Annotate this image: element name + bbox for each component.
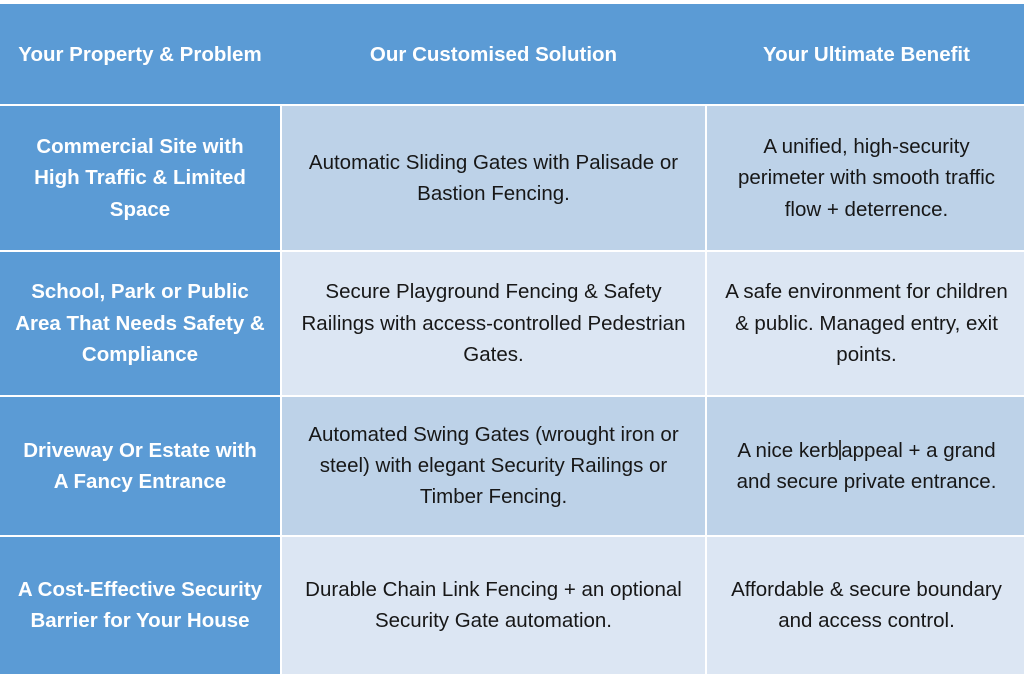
cell-solution-4-text: Durable Chain Link Fencing + an optional…	[305, 578, 682, 633]
column-header-solution-label: Our Customised Solution	[369, 42, 618, 66]
row-divider-2	[0, 394, 1024, 397]
cell-divider	[705, 536, 707, 674]
cell-problem-4-text: A Cost-Effective Security Barrier for Yo…	[17, 578, 263, 633]
cell-problem-1-text: Commercial Site with High Traffic & Limi…	[34, 135, 246, 221]
cell-solution-1: Automatic Sliding Gates with Palisade or…	[282, 106, 705, 250]
cell-benefit-3-text-after-caret: appeal + a grand and secure private entr…	[736, 438, 997, 493]
cell-divider	[705, 106, 707, 250]
cell-problem-1: Commercial Site with High Traffic & Limi…	[0, 106, 280, 250]
cell-divider	[705, 251, 707, 395]
cell-solution-2-text: Secure Playground Fencing & Safety Raili…	[301, 280, 686, 366]
cell-benefit-2-text: A safe environment for children & public…	[725, 280, 1008, 366]
cell-solution-2: Secure Playground Fencing & Safety Raili…	[282, 251, 705, 395]
table-row: Driveway Or Estate with A Fancy Entrance…	[0, 396, 1024, 535]
cell-benefit-3-text-before-caret: A nice kerb	[737, 438, 839, 462]
table-row: School, Park or Public Area That Needs S…	[0, 251, 1024, 395]
table-row: A Cost-Effective Security Barrier for Yo…	[0, 536, 1024, 674]
cell-benefit-1: A unified, high-security perimeter with …	[707, 106, 1024, 250]
row-divider-header	[0, 104, 1024, 107]
cell-problem-2-text: School, Park or Public Area That Needs S…	[15, 280, 265, 366]
cell-problem-3-text: Driveway Or Estate with A Fancy Entrance	[23, 438, 257, 493]
cell-divider	[280, 251, 282, 395]
cell-solution-4: Durable Chain Link Fencing + an optional…	[282, 536, 705, 674]
cell-problem-2: School, Park or Public Area That Needs S…	[0, 251, 280, 395]
column-header-problem: Your Property & Problem	[0, 4, 280, 105]
table-row: Commercial Site with High Traffic & Limi…	[0, 106, 1024, 250]
column-header-benefit-label: Your Ultimate Benefit	[763, 42, 970, 66]
cell-benefit-1-text: A unified, high-security perimeter with …	[737, 135, 996, 221]
cell-solution-3: Automated Swing Gates (wrought iron or s…	[282, 396, 705, 535]
cell-solution-1-text: Automatic Sliding Gates with Palisade or…	[308, 150, 679, 205]
cell-divider	[280, 106, 282, 250]
column-header-problem-label: Your Property & Problem	[18, 42, 262, 66]
cell-divider	[705, 396, 707, 535]
cell-problem-4: A Cost-Effective Security Barrier for Yo…	[0, 536, 280, 674]
column-header-solution: Our Customised Solution	[282, 4, 705, 105]
table-header-row: Your Property & Problem Our Customised S…	[0, 4, 1024, 105]
cell-benefit-4-text: Affordable & secure boundary and access …	[731, 578, 1002, 633]
header-divider-1	[280, 4, 282, 105]
row-divider-1	[0, 249, 1024, 252]
cell-divider	[280, 536, 282, 674]
row-divider-3	[0, 534, 1024, 537]
cell-solution-3-text: Automated Swing Gates (wrought iron or s…	[308, 423, 679, 509]
column-header-benefit: Your Ultimate Benefit	[707, 4, 1024, 105]
cell-problem-3: Driveway Or Estate with A Fancy Entrance	[0, 396, 280, 535]
text-cursor-caret	[839, 439, 841, 460]
cell-divider	[280, 396, 282, 535]
cell-benefit-2: A safe environment for children & public…	[707, 251, 1024, 395]
header-divider-2	[705, 4, 707, 105]
cell-benefit-4: Affordable & secure boundary and access …	[707, 536, 1024, 674]
